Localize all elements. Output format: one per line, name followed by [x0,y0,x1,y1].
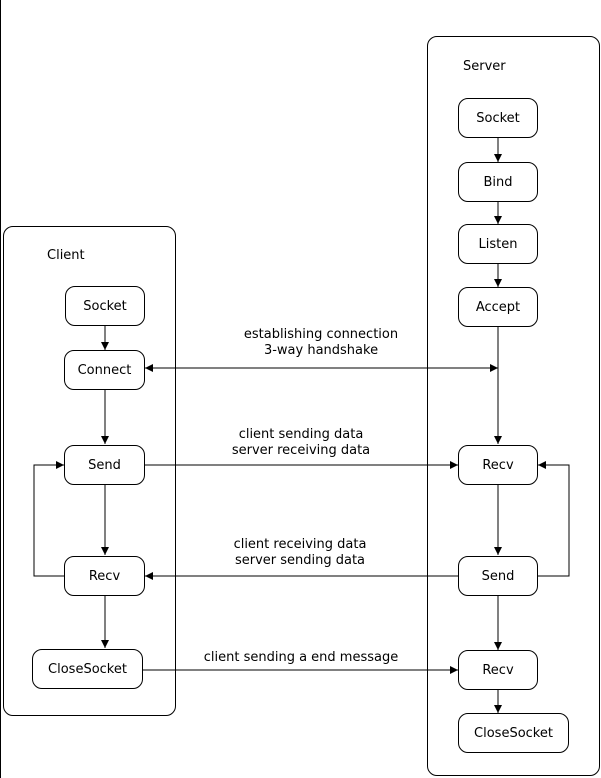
server-listen-node: Listen [458,224,538,264]
handshake-caption-line2: 3-way handshake [263,343,379,358]
server-socket-node: Socket [458,98,538,138]
server-lane [427,36,600,776]
client-connect-node: Connect [64,350,145,390]
client-send-caption: client sending data server receiving dat… [201,427,401,459]
server-closesocket-node: CloseSocket [458,713,569,753]
server-recv-node: Recv [458,445,538,485]
client-socket-node: Socket [65,286,145,326]
server-loop-arrow [538,461,570,577]
client-lane-title: Client [47,248,85,263]
server-send-caption: client receiving data server sending dat… [200,537,400,569]
page-left-border [0,0,1,778]
server-bind-node: Bind [458,162,538,202]
server-accept-node: Accept [458,287,538,327]
server-send-caption-line1: client receiving data [233,537,367,552]
server-send-node: Send [458,556,538,596]
handshake-caption: establishing connection 3-way handshake [221,327,421,359]
client-closesocket-node: CloseSocket [32,649,143,689]
client-loop-arrow [33,461,64,577]
client-recv-node: Recv [64,556,145,596]
client-lane [3,226,176,716]
server-send-caption-line2: server sending data [234,553,366,568]
client-send-caption-line2: server receiving data [231,443,371,458]
client-send-caption-line1: client sending data [238,427,364,442]
close-caption-line1: client sending a end message [203,650,399,665]
handshake-caption-line1: establishing connection [243,327,399,342]
client-send-node: Send [64,445,145,485]
server-recv-end-node: Recv [458,650,538,690]
server-lane-title: Server [463,59,506,74]
close-caption: client sending a end message [176,650,426,666]
